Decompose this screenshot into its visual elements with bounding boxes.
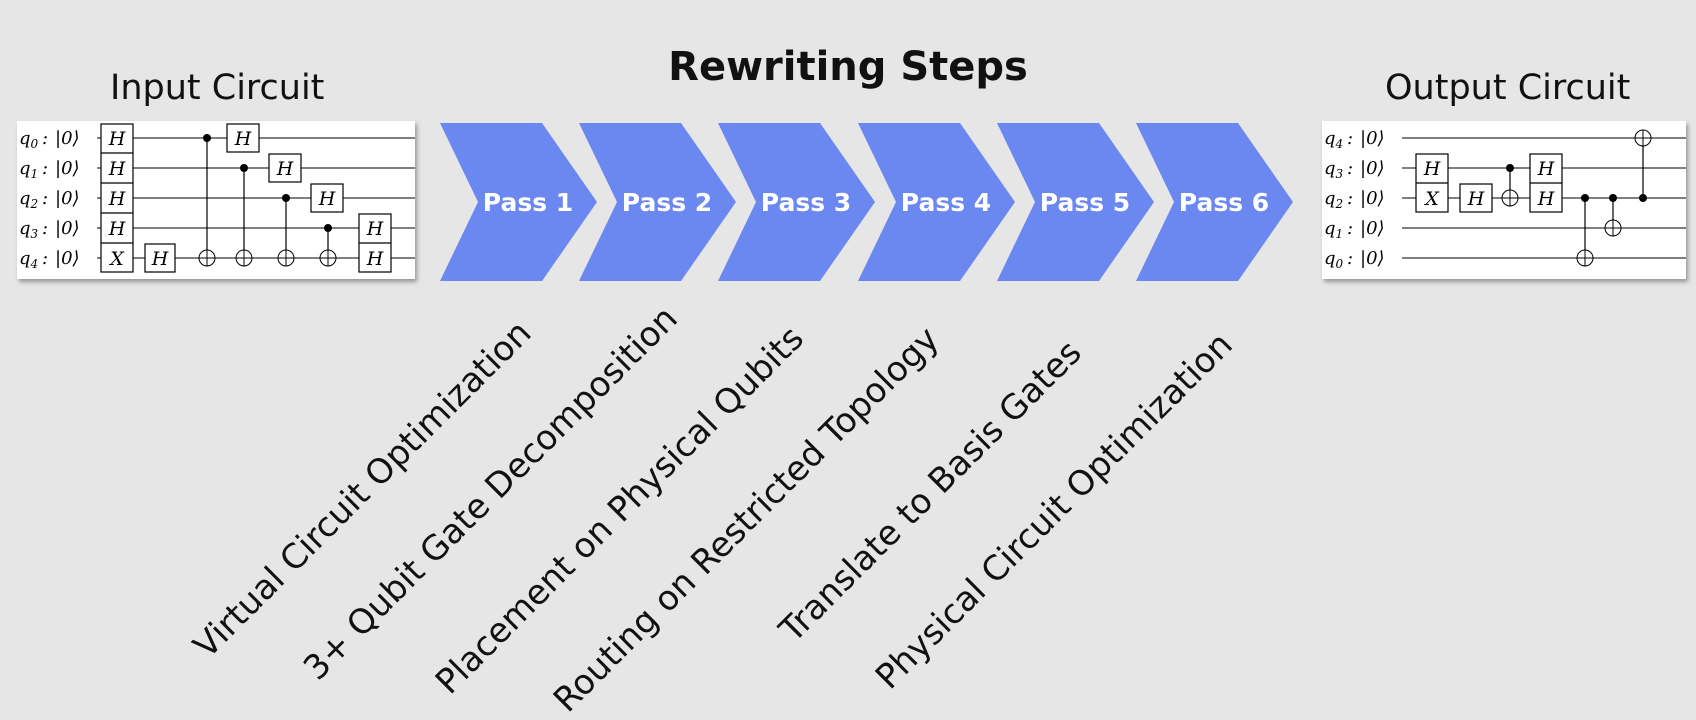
svg-text:q4: q4 xyxy=(1324,128,1343,151)
svg-text::: : xyxy=(42,218,48,239)
svg-text:|0⟩: |0⟩ xyxy=(1360,158,1385,179)
svg-text:q2: q2 xyxy=(19,188,38,211)
svg-text:X: X xyxy=(108,248,125,270)
svg-text:q0: q0 xyxy=(1324,248,1344,271)
cnot-target xyxy=(1501,189,1519,207)
control-dot xyxy=(282,194,290,202)
svg-text:H: H xyxy=(108,188,126,210)
qubit-label: q2: |0⟩ xyxy=(19,188,80,211)
qubit-label: q3: |0⟩ xyxy=(1324,158,1385,181)
svg-text:H: H xyxy=(1467,188,1485,210)
cnot-target xyxy=(198,249,216,267)
svg-text:H: H xyxy=(276,158,294,180)
pass-label-2: Pass 2 xyxy=(622,188,712,217)
input-circuit-diagram: q0: |0⟩ q1: |0⟩ q2: |0⟩ q3: |0⟩ q4: |0⟩ xyxy=(19,123,415,273)
cnot-target xyxy=(1604,219,1622,237)
svg-text:H: H xyxy=(234,128,252,150)
svg-text::: : xyxy=(42,248,48,269)
svg-text:|0⟩: |0⟩ xyxy=(1360,248,1385,269)
svg-text:H: H xyxy=(108,218,126,240)
cnot-target xyxy=(319,249,337,267)
svg-text:q1: q1 xyxy=(19,158,38,181)
qubit-label: q1: |0⟩ xyxy=(1324,218,1385,241)
control-dot xyxy=(1609,194,1617,202)
pass-arrow-3 xyxy=(718,123,875,281)
svg-text:|0⟩: |0⟩ xyxy=(55,218,80,239)
svg-text:q4: q4 xyxy=(19,248,38,271)
qubit-label: q2: |0⟩ xyxy=(1324,188,1385,211)
pass-label-5: Pass 5 xyxy=(1040,188,1130,217)
control-dot xyxy=(1581,194,1589,202)
main-title: Rewriting Steps xyxy=(668,44,1028,90)
svg-text::: : xyxy=(1347,188,1353,209)
pass-arrow-6 xyxy=(1136,123,1293,281)
qubit-label: q0: |0⟩ xyxy=(1324,248,1385,271)
h-gate xyxy=(268,153,302,183)
pass-label-6: Pass 6 xyxy=(1179,188,1269,217)
svg-text::: : xyxy=(42,188,48,209)
h-gate xyxy=(310,183,344,213)
cnot-target xyxy=(1576,249,1594,267)
svg-text::: : xyxy=(1347,158,1353,179)
svg-text:q3: q3 xyxy=(19,218,39,241)
svg-text::: : xyxy=(42,158,48,179)
qubit-label: q1: |0⟩ xyxy=(19,158,80,181)
h-gate xyxy=(226,123,260,153)
svg-text::: : xyxy=(42,128,48,149)
svg-text:q1: q1 xyxy=(1324,218,1343,241)
svg-text:H: H xyxy=(366,218,384,240)
svg-text::: : xyxy=(1347,128,1353,149)
pass-arrow-4 xyxy=(858,123,1015,281)
svg-text:H: H xyxy=(151,248,169,270)
cnot-target xyxy=(277,249,295,267)
svg-text:H: H xyxy=(108,128,126,150)
pass-label-4: Pass 4 xyxy=(901,188,991,217)
pass-label-1: Pass 1 xyxy=(483,188,573,217)
svg-text:H: H xyxy=(366,248,384,270)
output-circuit-title: Output Circuit xyxy=(1385,68,1631,108)
svg-text:H: H xyxy=(318,188,336,210)
gate-column xyxy=(100,123,134,273)
qubit-label: q4: |0⟩ xyxy=(1324,128,1385,151)
svg-text:H: H xyxy=(1423,158,1441,180)
control-dot xyxy=(1639,194,1647,202)
svg-text:|0⟩: |0⟩ xyxy=(1360,128,1385,149)
qubit-label: q4: |0⟩ xyxy=(19,248,80,271)
qubit-label: q3: |0⟩ xyxy=(19,218,80,241)
pass-arrow-2 xyxy=(579,123,736,281)
cnot-target xyxy=(235,249,253,267)
h-gate xyxy=(144,243,176,273)
svg-text:q3: q3 xyxy=(1324,158,1344,181)
control-dot xyxy=(240,164,248,172)
svg-text:|0⟩: |0⟩ xyxy=(55,158,80,179)
svg-text:|0⟩: |0⟩ xyxy=(55,128,80,149)
svg-text:|0⟩: |0⟩ xyxy=(55,188,80,209)
control-dot xyxy=(324,224,332,232)
svg-text:q2: q2 xyxy=(1324,188,1343,211)
qubit-label: q0: |0⟩ xyxy=(19,128,80,151)
control-dot xyxy=(1506,164,1514,172)
output-circuit-diagram: q4: |0⟩ q3: |0⟩ q2: |0⟩ q1: |0⟩ q0: |0⟩ xyxy=(1324,128,1686,271)
input-circuit-panel: q0: |0⟩ q1: |0⟩ q2: |0⟩ q3: |0⟩ q4: |0⟩ xyxy=(17,121,415,279)
svg-text::: : xyxy=(1347,218,1353,239)
svg-text:X: X xyxy=(1423,188,1440,210)
pass-arrow-1 xyxy=(440,123,597,281)
input-circuit-title: Input Circuit xyxy=(110,68,325,108)
output-circuit-panel: q4: |0⟩ q3: |0⟩ q2: |0⟩ q1: |0⟩ q0: |0⟩ xyxy=(1322,121,1686,279)
svg-text:H: H xyxy=(1537,188,1555,210)
pass-arrow-5 xyxy=(997,123,1154,281)
svg-text:|0⟩: |0⟩ xyxy=(1360,188,1385,209)
svg-text:H: H xyxy=(108,158,126,180)
control-dot xyxy=(203,134,211,142)
svg-text:|0⟩: |0⟩ xyxy=(55,248,80,269)
svg-text:q0: q0 xyxy=(19,128,39,151)
pass-label-3: Pass 3 xyxy=(761,188,851,217)
svg-text:H: H xyxy=(1537,158,1555,180)
svg-text::: : xyxy=(1347,248,1353,269)
cnot-target xyxy=(1634,129,1652,147)
svg-text:|0⟩: |0⟩ xyxy=(1360,218,1385,239)
h-gate xyxy=(1459,183,1493,213)
